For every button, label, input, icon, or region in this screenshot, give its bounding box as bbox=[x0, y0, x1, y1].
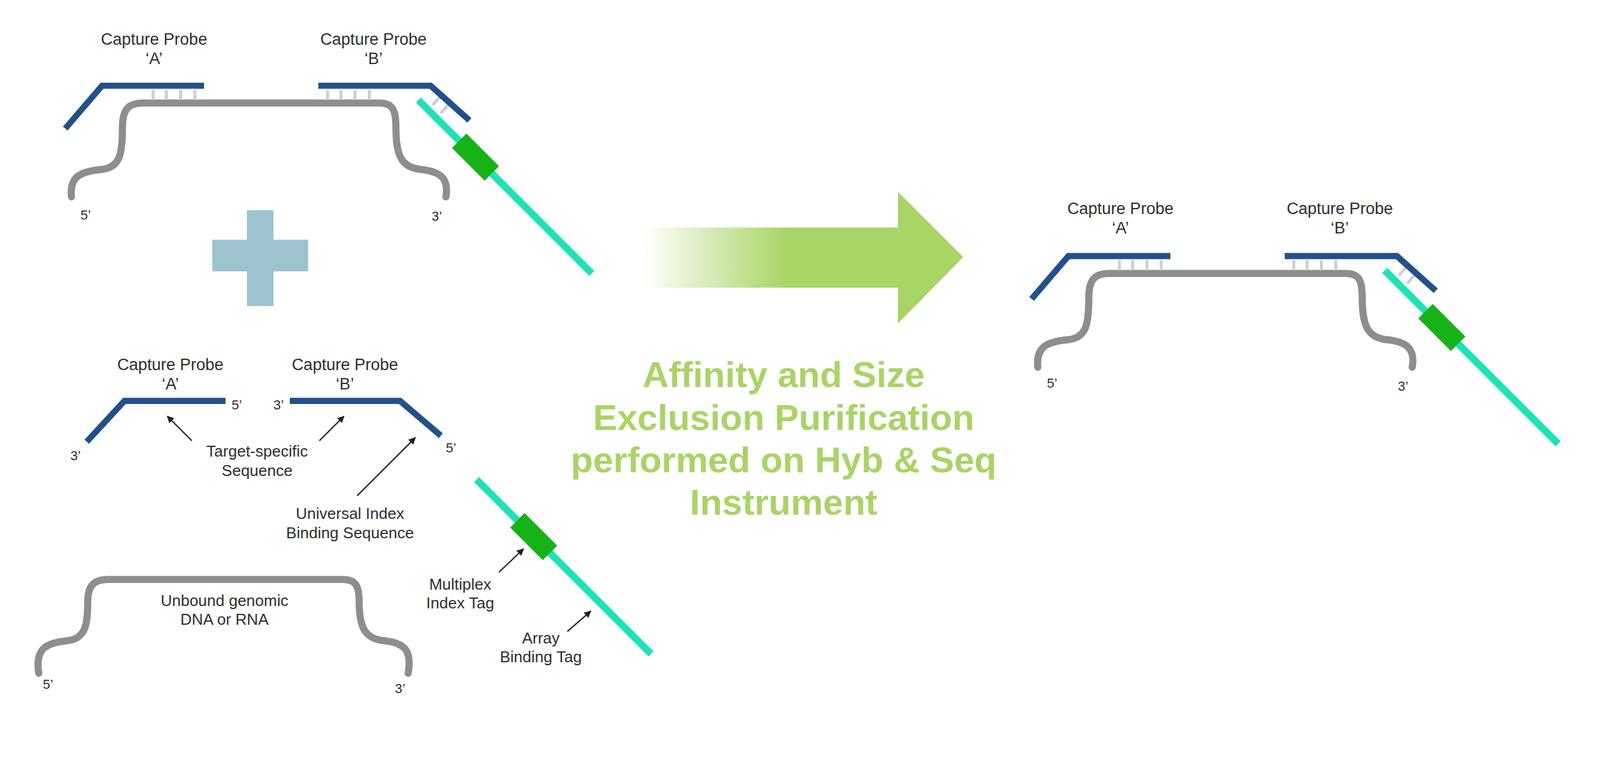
end-label: 3’ bbox=[273, 396, 284, 413]
end-label: 3’ bbox=[70, 448, 81, 465]
process-arrow bbox=[642, 191, 963, 324]
end-label: 3’ bbox=[1397, 378, 1409, 395]
end-label: 3’ bbox=[394, 680, 405, 697]
part-label: Target-specific Sequence bbox=[196, 442, 318, 480]
probe-title: Capture Probe ‘B’ bbox=[1279, 199, 1401, 239]
probe-title: Capture Probe ‘B’ bbox=[284, 355, 406, 395]
probe-title: Capture Probe ‘A’ bbox=[93, 29, 215, 69]
capture-probe-b bbox=[289, 401, 442, 436]
leader-line bbox=[319, 416, 344, 441]
end-label: 5’ bbox=[80, 207, 91, 224]
plus-sign bbox=[212, 209, 309, 307]
plus-bar bbox=[246, 209, 274, 307]
index-tag bbox=[476, 479, 651, 655]
end-label: 5’ bbox=[42, 677, 54, 693]
end-label: 5’ bbox=[231, 396, 243, 413]
end-label: 5’ bbox=[1046, 375, 1058, 392]
part-label: Multiplex Index Tag bbox=[419, 575, 500, 614]
leader-line bbox=[357, 438, 416, 497]
leader-line bbox=[499, 549, 524, 574]
complex-before bbox=[65, 85, 592, 274]
end-label: 5’ bbox=[445, 439, 457, 456]
part-label: Universal Index Binding Sequence bbox=[283, 504, 417, 543]
probe-title: Capture Probe ‘A’ bbox=[1059, 199, 1181, 239]
leader-line bbox=[567, 611, 592, 632]
capture-probe-a bbox=[86, 401, 226, 442]
end-label: 3’ bbox=[431, 208, 442, 224]
probe-title: Capture Probe ‘B’ bbox=[312, 29, 434, 69]
unbound-strand bbox=[38, 579, 410, 674]
part-label: Unbound genomic DNA or RNA bbox=[153, 591, 296, 630]
part-label: Array Binding Tag bbox=[496, 629, 586, 667]
leader-line bbox=[167, 416, 192, 441]
probe-title: Capture Probe ‘A’ bbox=[110, 355, 232, 395]
complex-after bbox=[1031, 255, 1559, 444]
multiplex-index-block bbox=[517, 520, 551, 554]
process-caption: Affinity and Size Exclusion Purification… bbox=[561, 354, 1007, 525]
